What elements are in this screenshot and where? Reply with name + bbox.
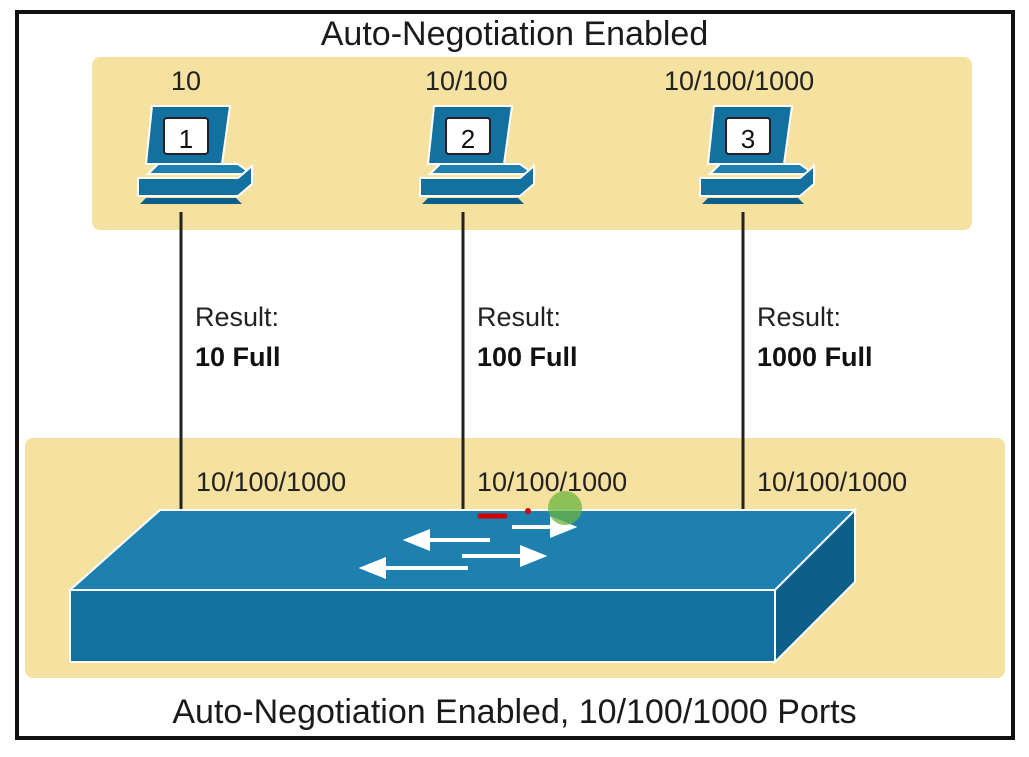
annotation-red-dot bbox=[525, 508, 531, 514]
switch-port-3-label: 10/100/1000 bbox=[757, 467, 908, 497]
pc-1-number: 1 bbox=[178, 124, 194, 154]
desktop-pc-icon bbox=[137, 105, 256, 204]
result-1-label: Result: bbox=[195, 302, 280, 332]
switch-port-1-label: 10/100/1000 bbox=[196, 467, 347, 497]
switch-port-2-label: 10/100/1000 bbox=[477, 467, 628, 497]
bottom-title: Auto-Negotiation Enabled, 10/100/1000 Po… bbox=[172, 693, 857, 731]
result-3-label: Result: bbox=[757, 302, 842, 332]
desktop-pc-icon bbox=[699, 105, 818, 204]
result-2-value: 100 Full bbox=[477, 342, 578, 372]
switch-icon bbox=[67, 507, 858, 665]
pc-3-speed-label: 10/100/1000 bbox=[664, 66, 815, 96]
result-3-value: 1000 Full bbox=[757, 342, 873, 372]
annotation-cursor-dot bbox=[548, 491, 582, 525]
pc-3-number: 3 bbox=[740, 124, 756, 154]
result-1: Result: 10 Full bbox=[195, 297, 281, 377]
pc-2-speed-label: 10/100 bbox=[425, 66, 508, 96]
result-2: Result: 100 Full bbox=[477, 297, 578, 377]
top-title: Auto-Negotiation Enabled bbox=[320, 15, 709, 53]
desktop-pc-icon bbox=[419, 105, 538, 204]
result-3: Result: 1000 Full bbox=[757, 297, 873, 377]
result-1-value: 10 Full bbox=[195, 342, 281, 372]
pc-2-number: 2 bbox=[460, 124, 476, 154]
result-2-label: Result: bbox=[477, 302, 562, 332]
pc-1-speed-label: 10 bbox=[171, 66, 202, 96]
